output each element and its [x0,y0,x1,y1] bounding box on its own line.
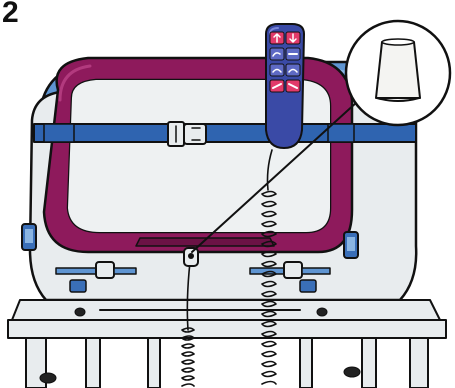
hand-control-remote [266,24,304,148]
zoom-callout-cap [376,39,420,101]
right-latch [344,232,358,258]
base-frame [8,300,446,388]
strap [34,124,416,142]
zoom-callout [346,21,450,125]
left-latch [22,224,36,250]
buckle-icon [168,122,206,146]
cord-plug [184,248,198,266]
